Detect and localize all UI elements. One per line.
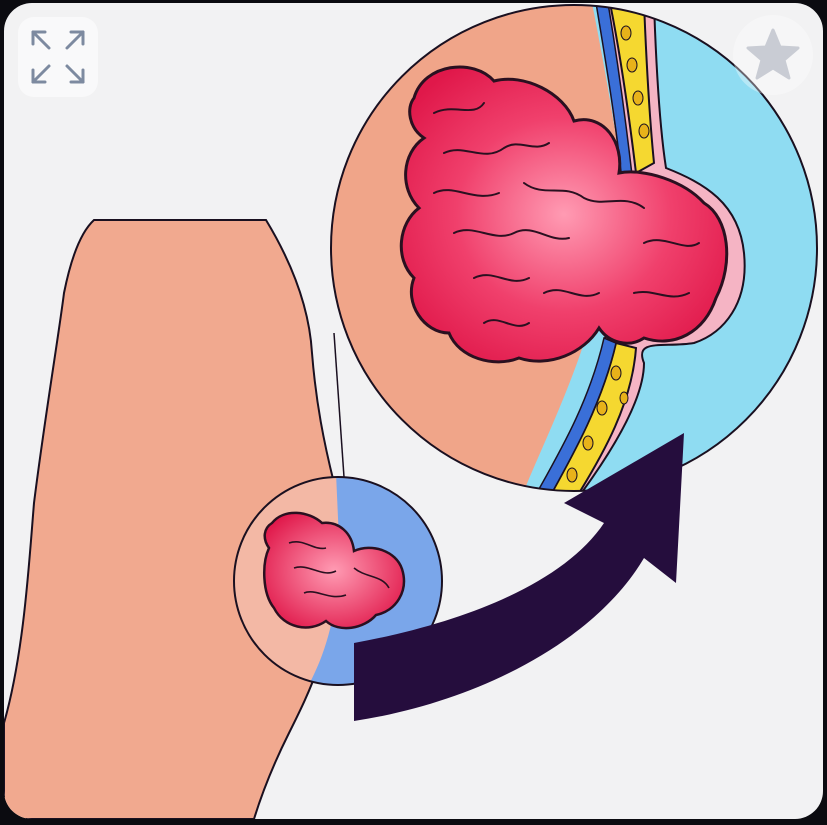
favorite-button[interactable]	[733, 15, 813, 95]
hernia-illustration	[4, 4, 818, 819]
star-icon	[746, 28, 800, 80]
expand-arrows-icon	[31, 30, 85, 84]
herniated-intestine	[399, 65, 729, 364]
illustration-card	[4, 3, 823, 819]
big-zoom-circle	[331, 5, 817, 491]
body-silhouette	[4, 219, 341, 819]
expand-button[interactable]	[18, 17, 98, 97]
zoom-arrow	[354, 433, 684, 721]
